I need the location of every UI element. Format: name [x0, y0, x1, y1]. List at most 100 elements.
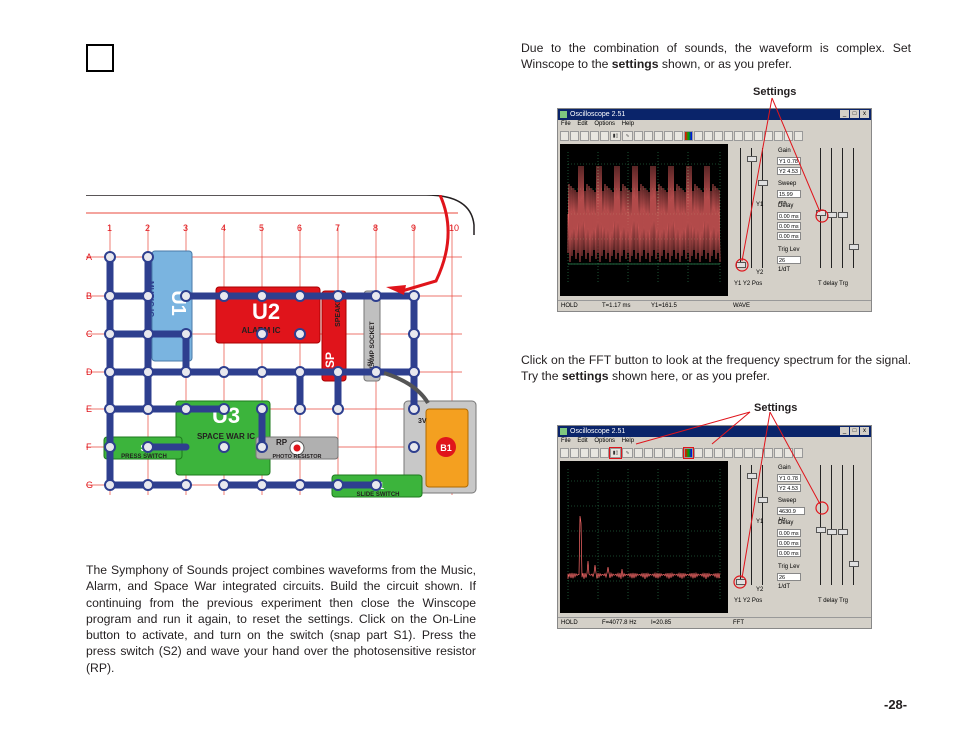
toolbar-button[interactable] [634, 131, 643, 141]
toolbar-button[interactable] [794, 448, 803, 458]
snap [332, 403, 344, 415]
toolbar-button[interactable] [580, 448, 589, 458]
y1-gain-field[interactable]: Y1 0.78 [777, 474, 801, 482]
menu-file[interactable]: File [561, 121, 571, 127]
toolbar-button[interactable] [694, 448, 703, 458]
toolbar-button[interactable] [724, 448, 733, 458]
menu-options[interactable]: Options [594, 121, 616, 127]
close-button[interactable]: x [860, 427, 869, 435]
wave-button[interactable]: ∿ [622, 448, 633, 458]
wave-button[interactable]: ∿ [622, 131, 633, 141]
sweep-slider[interactable] [820, 465, 821, 585]
delay-field[interactable]: 0.00 ms [777, 529, 801, 537]
menu-file[interactable]: File [561, 438, 571, 444]
description-paragraph: The Symphony of Sounds project combines … [86, 563, 476, 675]
toolbar-button[interactable] [590, 448, 599, 458]
minimize-button[interactable]: _ [840, 110, 849, 118]
toolbar-button[interactable] [774, 131, 783, 141]
toolbar-button[interactable] [694, 131, 703, 141]
checkbox[interactable] [86, 44, 114, 72]
toolbar-button[interactable] [570, 448, 579, 458]
delay-field[interactable]: 0.00 ms [777, 539, 801, 547]
toolbar-button[interactable] [714, 448, 723, 458]
toolbar-button[interactable] [634, 448, 643, 458]
y2-position-slider[interactable] [747, 465, 757, 585]
row-label: E [86, 404, 92, 414]
delay-field[interactable]: 0.00 ms [777, 549, 801, 557]
delay-slider[interactable] [838, 148, 848, 268]
menu-edit[interactable]: Edit [577, 438, 588, 444]
y1-position-slider[interactable] [740, 148, 741, 268]
toolbar-button[interactable] [744, 448, 753, 458]
toolbar-button[interactable] [580, 131, 589, 141]
snap [256, 479, 268, 491]
column-label: 4 [221, 223, 226, 233]
menu-edit[interactable]: Edit [577, 121, 588, 127]
trg-slider[interactable] [849, 148, 859, 268]
toolbar-button[interactable] [600, 131, 609, 141]
toolbar-button[interactable] [600, 448, 609, 458]
minimize-button[interactable]: _ [840, 427, 849, 435]
sweep-knob[interactable] [816, 527, 826, 533]
delay-field[interactable]: 0.00 ms [777, 232, 801, 240]
toolbar-button[interactable] [724, 131, 733, 141]
toolbar-button[interactable] [714, 131, 723, 141]
toolbar-button[interactable] [774, 448, 783, 458]
toolbar-button[interactable] [560, 448, 569, 458]
toolbar-button[interactable] [754, 448, 763, 458]
sweep-slider[interactable] [820, 148, 821, 268]
t-slider[interactable] [827, 465, 837, 585]
sweep-field[interactable]: 4630.9 Hz [777, 507, 805, 523]
delay-field[interactable]: 0.00 ms [777, 212, 801, 220]
toolbar-button[interactable] [664, 131, 673, 141]
fft-button[interactable]: ▮▯ [610, 131, 621, 141]
toolbar-button[interactable] [704, 131, 713, 141]
trig-field[interactable]: 26 [777, 256, 801, 264]
toolbar-button[interactable] [674, 448, 683, 458]
snap [256, 403, 268, 415]
gain-slider[interactable] [758, 465, 768, 585]
toolbar-button[interactable] [654, 131, 663, 141]
page-number: -28- [884, 697, 908, 712]
toolbar-button[interactable] [734, 131, 743, 141]
toolbar-button[interactable] [570, 131, 579, 141]
scope-titlebar: Oscilloscope 2.51 _ □ x [558, 109, 871, 120]
gain-slider[interactable] [758, 148, 768, 268]
toolbar-button[interactable] [590, 131, 599, 141]
y2-gain-field[interactable]: Y2 4.53 [777, 167, 801, 175]
delay-slider[interactable] [838, 465, 848, 585]
delay-field[interactable]: 0.00 ms [777, 222, 801, 230]
trg-slider[interactable] [849, 465, 859, 585]
toolbar-button[interactable] [764, 448, 773, 458]
menu-help[interactable]: Help [621, 438, 635, 444]
sweep-field[interactable]: 15.99 ms [777, 190, 801, 206]
color-button[interactable] [684, 131, 693, 141]
maximize-button[interactable]: □ [850, 110, 859, 118]
toolbar-button[interactable] [754, 131, 763, 141]
maximize-button[interactable]: □ [850, 427, 859, 435]
toolbar-button[interactable] [654, 448, 663, 458]
app-icon [560, 428, 567, 435]
y2-gain-field[interactable]: Y2 4.53 [777, 484, 801, 492]
trig-field[interactable]: 26 [777, 573, 801, 581]
y1-gain-field[interactable]: Y1 0.78 [777, 157, 801, 165]
toolbar-button[interactable] [674, 131, 683, 141]
toolbar-button[interactable] [664, 448, 673, 458]
color-button[interactable] [683, 447, 694, 459]
toolbar-button[interactable] [734, 448, 743, 458]
slider-labels-right: T delay Trg [818, 598, 848, 604]
toolbar-button[interactable] [644, 448, 653, 458]
snap [256, 441, 268, 453]
toolbar-button[interactable] [744, 131, 753, 141]
toolbar-button[interactable] [794, 131, 803, 141]
close-button[interactable]: x [860, 110, 869, 118]
toolbar-button[interactable] [560, 131, 569, 141]
menu-options[interactable]: Options [594, 438, 616, 444]
snap [408, 290, 420, 302]
fft-button[interactable]: ▮▯ [609, 447, 622, 459]
menu-help[interactable]: Help [621, 121, 635, 127]
toolbar-button[interactable] [704, 448, 713, 458]
y1-position-slider[interactable] [740, 465, 741, 585]
toolbar-button[interactable] [644, 131, 653, 141]
